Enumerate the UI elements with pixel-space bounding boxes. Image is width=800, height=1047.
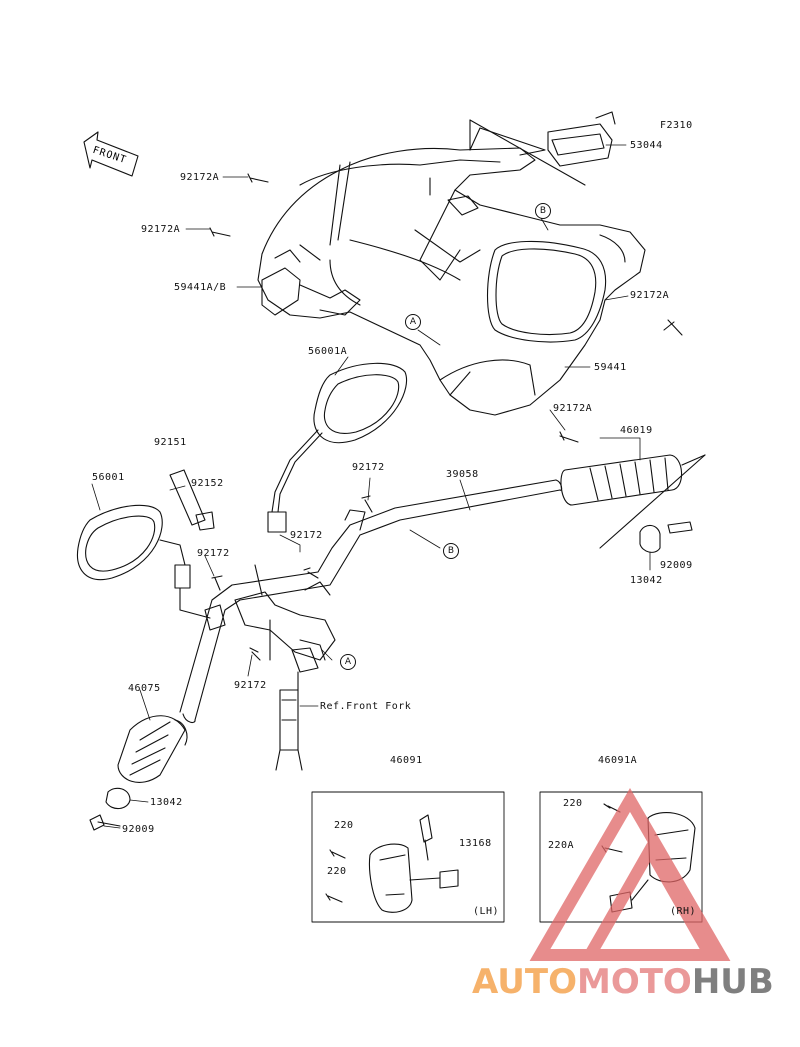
marker-b: B [443, 543, 459, 559]
rh-label: (RH) [670, 906, 697, 917]
marker-a: A [340, 654, 356, 670]
callout-13042: 13042 [150, 797, 183, 808]
callout-92172: 92172 [197, 548, 230, 559]
callout-92172A: 92172A [180, 172, 220, 183]
lh-switch-frame [311, 791, 505, 923]
callout-46075: 46075 [128, 683, 161, 694]
callout-13168: 13168 [459, 838, 492, 849]
grip-right-drawing [560, 454, 706, 549]
reflector-drawing [547, 111, 616, 167]
watermark-part-auto: AUTO [472, 962, 577, 1002]
headlight-cover-drawing [257, 127, 646, 416]
callout-92172A: 92172A [630, 290, 670, 301]
callout-46091: 46091 [390, 755, 423, 766]
callout-46019: 46019 [620, 425, 653, 436]
callout-39058: 39058 [446, 469, 479, 480]
grip-left-drawing [117, 715, 188, 783]
callout-53044: 53044 [630, 140, 663, 151]
bolt-92152-drawing [169, 469, 215, 531]
callout-92172A: 92172A [141, 224, 181, 235]
ref-front-fork: Ref.Front Fork [320, 701, 412, 712]
callout-59441: 59441 [594, 362, 627, 373]
marker-a: A [405, 314, 421, 330]
watermark-text: AUTOMOTOHUB [472, 962, 774, 1002]
handlebar-holder-drawing [204, 564, 336, 673]
callout-92172: 92172 [352, 462, 385, 473]
callout-92009: 92009 [122, 824, 155, 835]
watermark-part-moto: MOTO [576, 962, 692, 1002]
bracket-drawing [261, 267, 361, 316]
callout-46091A: 46091A [598, 755, 638, 766]
mirror-right-drawing [267, 362, 407, 533]
callout-92172A: 92172A [553, 403, 593, 414]
bar-end-right-drawing [639, 521, 693, 553]
front-fork-drawing [269, 619, 303, 771]
lh-label: (LH) [473, 906, 500, 917]
watermark-logo-icon [529, 788, 731, 961]
callout-13042: 13042 [630, 575, 663, 586]
screws-drawing [209, 173, 683, 661]
handlebar-drawing [179, 479, 563, 724]
callout-220: 220 [563, 798, 583, 809]
front-arrow-icon [83, 131, 139, 177]
marker-b: B [535, 203, 551, 219]
callout-92172: 92172 [234, 680, 267, 691]
callout-220: 220 [334, 820, 354, 831]
switch-lh-drawing [325, 814, 459, 913]
callout-92151: 92151 [154, 437, 187, 448]
mirror-left-drawing [76, 504, 211, 619]
callout-56001: 56001 [92, 472, 125, 483]
callout-56001A: 56001A [308, 346, 348, 357]
callout-220A: 220A [548, 840, 575, 851]
diagram-code: F2310 [660, 120, 693, 131]
leader-lines [91, 144, 651, 829]
callout-220: 220 [327, 866, 347, 877]
watermark-part-hub: HUB [691, 962, 774, 1002]
callout-92152: 92152 [191, 478, 224, 489]
callout-92172: 92172 [290, 530, 323, 541]
callout-92009: 92009 [660, 560, 693, 571]
callout-59441AB: 59441A/B [174, 282, 227, 293]
